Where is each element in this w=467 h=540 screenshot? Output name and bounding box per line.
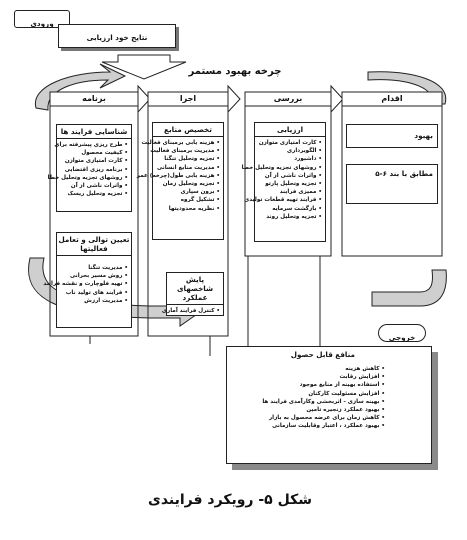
act-compliance: مطابق با بند ۶-۵ [375, 169, 433, 178]
list-item: تجزیه وتحلیل تنگنا [156, 155, 220, 163]
list-item: مدیریت برمبنای فعالیت [150, 147, 220, 155]
plan-box2-list: مدیریت تنگناروش مسیر بحرانیتهیه فلوچارت … [43, 264, 128, 305]
act-improve-box: بهبود [346, 124, 438, 148]
list-item: روشهای تجزیه وتحلیل خطا [242, 164, 322, 172]
list-item: داشبورد [258, 155, 322, 163]
output-label-box: خروجی [378, 324, 426, 342]
plan-box2-title-2: فعالیتها [80, 244, 108, 253]
stage-act: اقدام [381, 94, 403, 103]
list-item: تجزیه وتحلیل زمان [156, 180, 220, 188]
act-compliance-box: مطابق با بند ۶-۵ [346, 164, 438, 204]
list-item: بازگشت سرمایه [258, 205, 322, 213]
do-box1-list: هزینه یابی برمبنای فعالیتمدیریت برمبنای … [137, 139, 220, 213]
list-item: هزینه یابی برمبنای فعالیت [141, 139, 220, 147]
list-item: هزینه یابی طول(چرخه) عمر [137, 172, 220, 180]
list-item: تجزیه وتحلیل روند [258, 213, 322, 221]
stage-do: اجرا [179, 94, 197, 103]
list-item: کارت امتیازی متوازن [258, 139, 322, 147]
list-item: کاهش هزینه [233, 365, 385, 373]
self-evaluation-results: نتایج خود ارزیابی [86, 33, 148, 42]
benefits-title: منافع قابل حصول [290, 350, 355, 359]
plan-sequence-box: تعیین توالی و تعامل فعالیتها مدیریت تنگن… [43, 232, 132, 328]
act-improve: بهبود [414, 131, 433, 140]
check-evaluation-box: ارزیابی کارت امتیازی متوازنالگوبرداریداش… [242, 122, 326, 242]
benefits-box: منافع قابل حصول کاهش هزینهافزایش رقابتاس… [226, 346, 432, 464]
output-label: خروجی [388, 333, 416, 342]
list-item: واثرات ناشی از آن [60, 182, 128, 190]
list-item: فرایند های تولید ناب [60, 289, 128, 297]
list-item: استفاده بهینه از منابع موجود [233, 381, 385, 389]
stage-plan: برنامه [82, 94, 106, 103]
input-label-box: ورودی [14, 10, 70, 28]
do-monitor-indicators-box: پایش شاخصهای عملکرد کنترل فرایند آماری [162, 272, 224, 316]
plan-box2-title-1: تعیین توالی و تعامل [58, 235, 130, 244]
list-item: افزایش مسئولیت کارکنان [233, 390, 385, 398]
list-item: تجزیه وتحلیل ریسک [60, 190, 128, 198]
list-item: کارت امتیازی متوازن [60, 157, 128, 165]
list-item: برنامه ریزی اقتضایی [60, 166, 128, 174]
plan-box1-list: طرح ریزی پیشرفته برایکیفیت محصولکارت امت… [48, 141, 128, 198]
list-item: واثرات ناشی از آن [258, 172, 322, 180]
list-item: بهبود عملکرد ، اعتبار وقابلیت سازمانی [233, 422, 385, 430]
list-item: مدیریت تنگنا [60, 264, 128, 272]
list-item: مدیریت ارزش [60, 297, 128, 305]
do-box2-title-1: پایش شاخصهای [176, 275, 214, 293]
benefits-list: کاهش هزینهافزایش رقابتاستفاده بهینه از م… [233, 365, 385, 431]
list-item: افزایش رقابت [233, 373, 385, 381]
cycle-title: چرخه بهبود مستمر [188, 66, 282, 77]
list-item: کاهش زمان برای عرضه محصول به بازار [233, 414, 385, 422]
list-item: نظریه محدودیتها [156, 205, 220, 213]
cycle-bottom-right-arc [371, 269, 447, 307]
list-item: ممیزی فرایند [258, 188, 322, 196]
list-item: مدیریت منابع انسانی [156, 164, 220, 172]
list-item: تشکیل گروه [156, 196, 220, 204]
list-item: کنترل فرایند آماری [162, 307, 220, 315]
do-box2-list: کنترل فرایند آماری [162, 307, 220, 315]
do-allocate-resources-box: تخصیص منابع هزینه یابی برمبنای فعالیتمدی… [137, 122, 224, 240]
list-item: الگوبرداری [258, 147, 322, 155]
list-item: روشهای تجزیه وتحلیل خطا [48, 174, 128, 182]
list-item: طرح ریزی پیشرفته برای [54, 141, 128, 149]
do-box1-title: تخصیص منابع [153, 125, 223, 137]
list-item: کیفیت محصول [60, 149, 128, 157]
list-item: روش مسیر بحرانی [60, 272, 128, 280]
list-item: تجزیه وتحلیل پارتو [258, 180, 322, 188]
do-box2-title-2: عملکرد [182, 293, 208, 302]
input-label: ورودی [30, 19, 54, 28]
list-item: بهبود عملکرد زنجیره تامین [233, 406, 385, 414]
input-down-arrow [101, 54, 187, 80]
list-item: تهیه فلوچارت و نقشه فرایند [43, 280, 128, 288]
list-item: بهینه سازی - اثربخشی وکارآمدی فرایند ها [233, 398, 385, 406]
check-box-title: ارزیابی [255, 125, 325, 137]
list-item: برون سپاری [156, 188, 220, 196]
check-box-list: کارت امتیازی متوازنالگوبرداریداشبوردروشه… [242, 139, 322, 221]
list-item: فرایند تهیه قطعات تولیدی [244, 196, 322, 204]
stage-check: بررسی [273, 94, 303, 103]
plan-box1-title: شناسایی فرایند ها [57, 127, 131, 139]
plan-identify-processes-box: شناسایی فرایند ها طرح ریزی پیشرفته برایک… [48, 124, 132, 212]
figure-caption: شکل ۵- رویکرد فرایندی [147, 492, 312, 508]
self-evaluation-box: نتایج خود ارزیابی [58, 24, 176, 48]
